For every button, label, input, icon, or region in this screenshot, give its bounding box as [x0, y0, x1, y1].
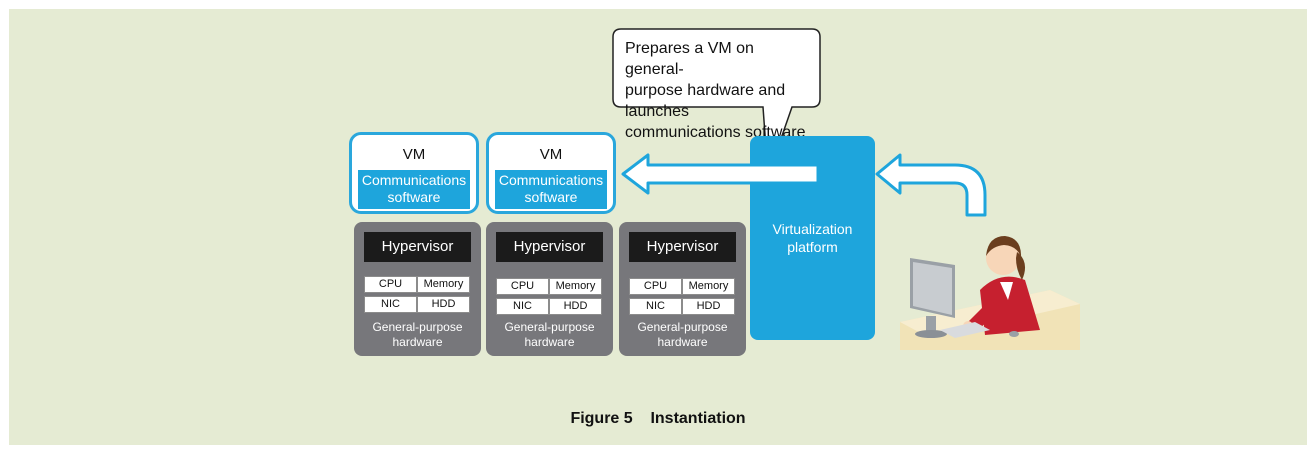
platform-label: Virtualization platform — [750, 220, 875, 256]
callout-line-2: purpose hardware and launches — [625, 82, 786, 120]
hypervisor: Hypervisor — [629, 232, 736, 262]
vm-title: VM — [539, 146, 563, 163]
hardware-label-line-1: General-purpose — [372, 320, 463, 334]
sw-line-1: Communications — [361, 172, 467, 188]
sw-line-2: software — [387, 189, 441, 205]
vm-box: VM Communications software — [349, 132, 479, 214]
sw-line-1: Communications — [498, 172, 604, 188]
hypervisor: Hypervisor — [496, 232, 603, 262]
hypervisor: Hypervisor — [364, 232, 471, 262]
hw-cell: HDD — [549, 298, 602, 315]
hardware-label: General-purpose hardware — [354, 320, 481, 350]
hardware-label-line-1: General-purpose — [504, 320, 595, 334]
hardware-label-line-2: hardware — [524, 335, 575, 349]
hw-cell: Memory — [417, 276, 470, 293]
hw-cell: CPU — [364, 276, 417, 293]
vm-box: VM Communications software — [486, 132, 616, 214]
hardware-box: Hypervisor CPU Memory NIC HDD General-pu… — [619, 222, 746, 356]
platform-label-line-1: Virtualization — [772, 221, 853, 237]
hw-cell: NIC — [629, 298, 682, 315]
hw-cell: NIC — [496, 298, 549, 315]
hardware-box: Hypervisor CPU Memory NIC HDD General-pu… — [354, 222, 481, 356]
communications-software: Communications software — [358, 170, 470, 209]
callout-line-1: Prepares a VM on general- — [625, 40, 754, 78]
hw-cell: CPU — [496, 278, 549, 295]
hardware-label-line-2: hardware — [392, 335, 443, 349]
hw-cell: NIC — [364, 296, 417, 313]
hw-cell: CPU — [629, 278, 682, 295]
platform-label-line-2: platform — [787, 239, 838, 255]
figure-caption: Figure 5 Instantiation — [570, 410, 746, 427]
hardware-label: General-purpose hardware — [619, 320, 746, 350]
sw-line-2: software — [524, 189, 578, 205]
hw-cell: HDD — [417, 296, 470, 313]
hardware-label-line-2: hardware — [657, 335, 708, 349]
hardware-label: General-purpose hardware — [486, 320, 613, 350]
hw-cell: HDD — [682, 298, 735, 315]
hardware-label-line-1: General-purpose — [637, 320, 728, 334]
vm-title: VM — [402, 146, 426, 163]
hw-cell: Memory — [549, 278, 602, 295]
hw-cell: Memory — [682, 278, 735, 295]
communications-software: Communications software — [495, 170, 607, 209]
hardware-box: Hypervisor CPU Memory NIC HDD General-pu… — [486, 222, 613, 356]
